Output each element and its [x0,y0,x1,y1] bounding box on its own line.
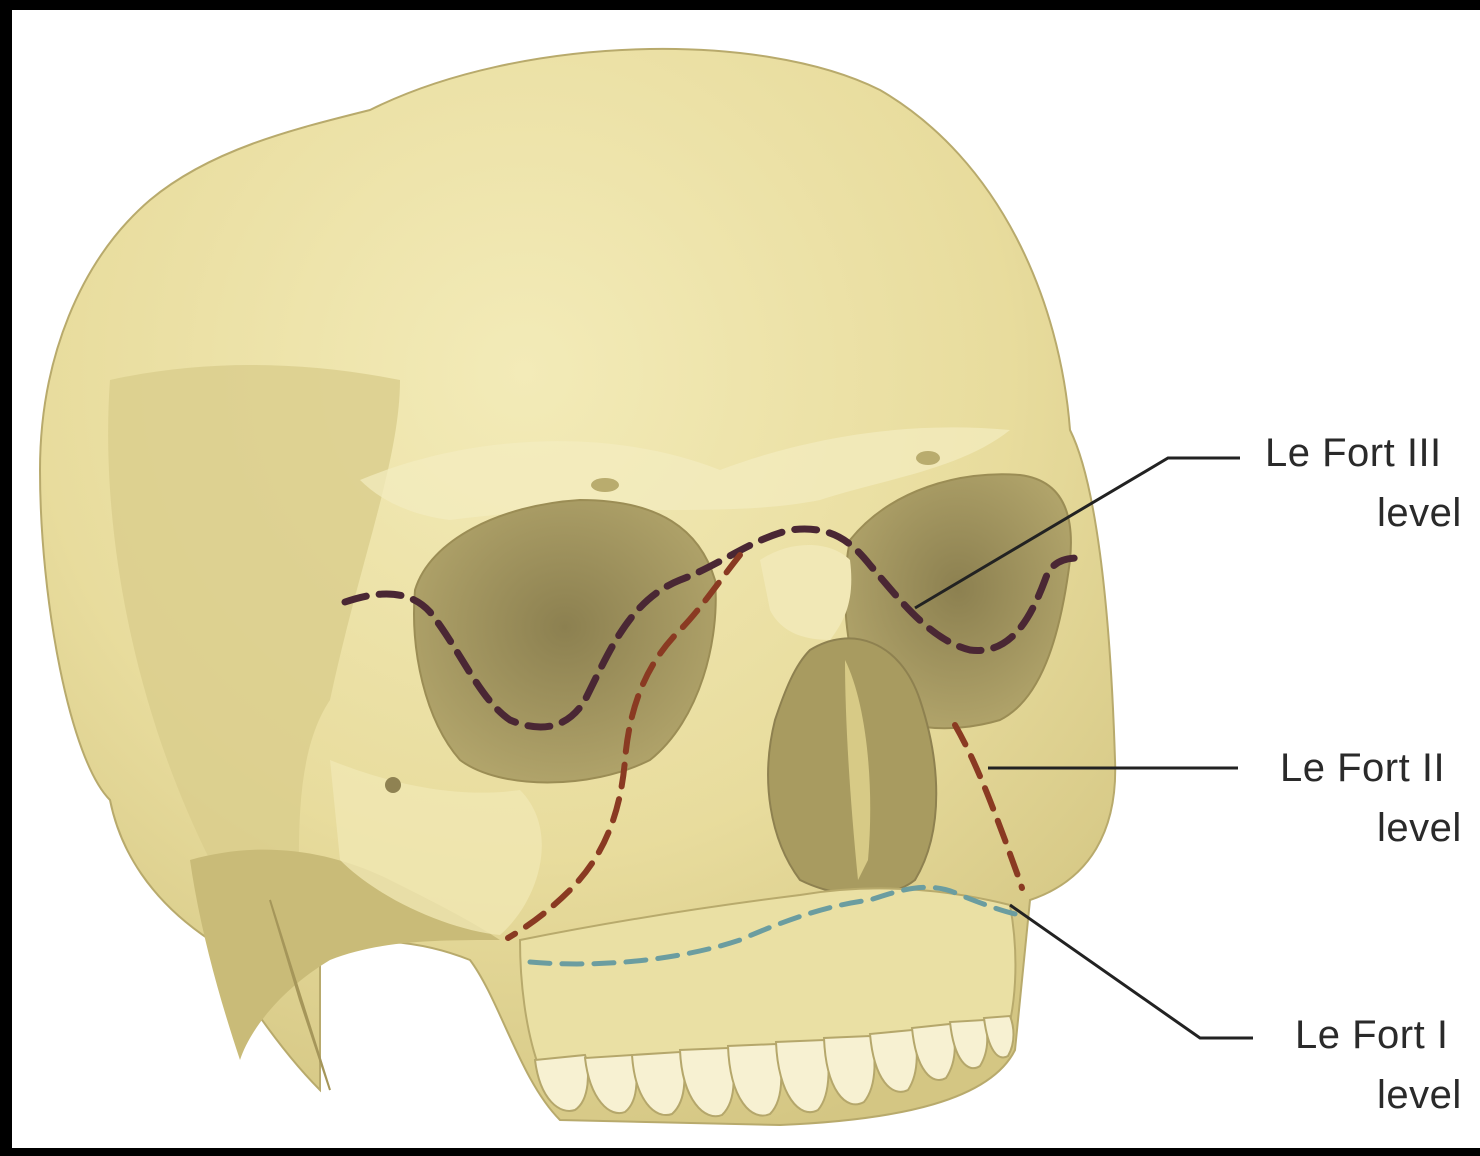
label-le-fort-i-line1: Le Fort I [1295,1013,1448,1058]
label-le-fort-ii-line2: level [1377,806,1462,851]
zygomaticofacial-foramen [385,777,401,793]
supraorbital-foramen-right [916,451,940,465]
label-le-fort-ii-line1: Le Fort II [1280,746,1445,791]
label-le-fort-i-line2: level [1377,1073,1462,1118]
supraorbital-foramen-left [591,478,619,492]
label-le-fort-iii-line2: level [1377,491,1462,536]
label-le-fort-iii-line1: Le Fort III [1265,431,1442,476]
skull-illustration [12,10,1480,1148]
diagram-canvas: Le Fort III level Le Fort II level Le Fo… [12,10,1480,1148]
leader-le-fort-i [1010,905,1253,1038]
